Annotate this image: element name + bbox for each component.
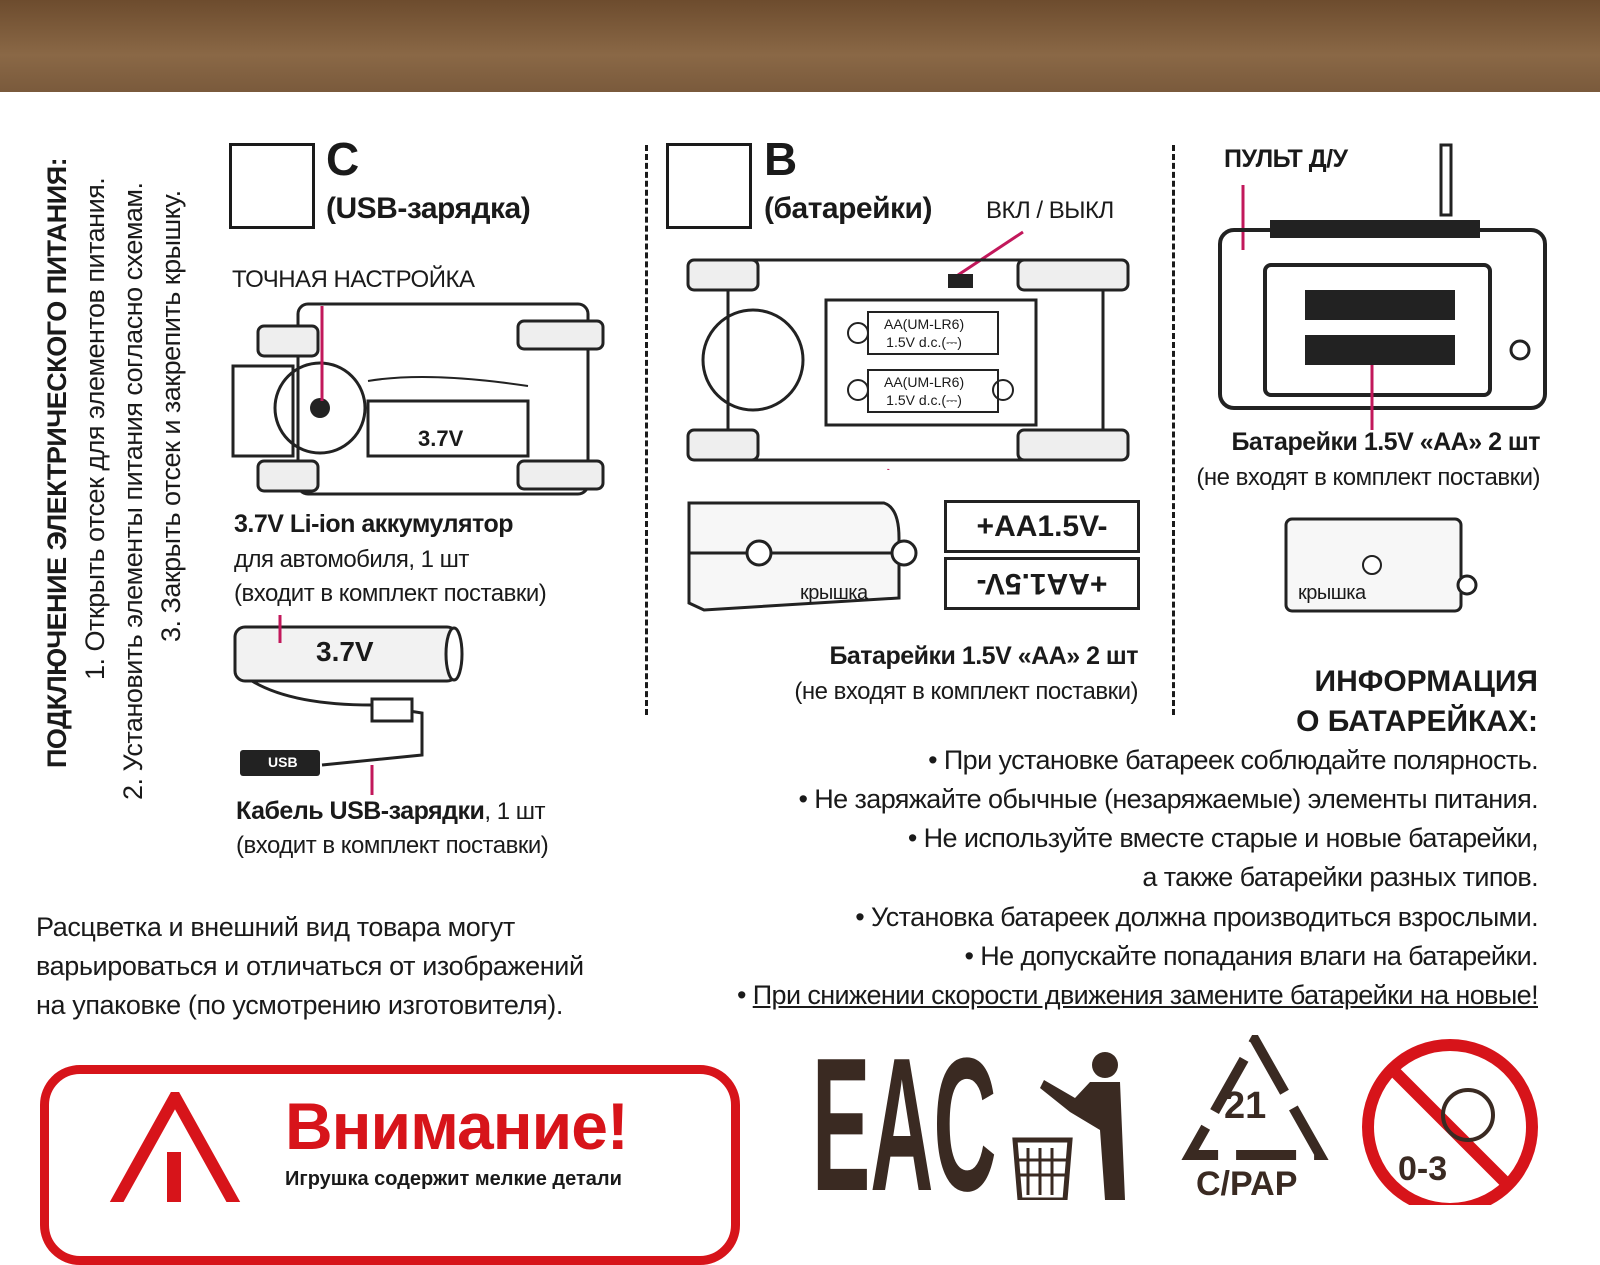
disclaimer-line: варьироваться и отличаться от изображени… [36,951,584,981]
car-cover-label: крышка [800,582,868,604]
car-battery-label: 3.7V [418,426,464,451]
eac-mark: EAC [812,1019,997,1231]
cell-2-label: AA(UM-LR6) 1.5V d.c.(⎓) [884,373,964,409]
top-background-band [0,0,1600,92]
warning-triangle-icon [109,1092,241,1202]
recycle-material: C/PAP [1196,1165,1298,1203]
recycle-icon [1181,1035,1329,1160]
battery-info-title-line1: ИНФОРМАЦИЯ [1314,665,1538,698]
warning-text: Игрушка содержит мелкие детали [285,1168,622,1190]
remote-control-diagram [1218,143,1547,430]
accumulator-title: 3.7V Li-ion аккумулятор [234,510,514,538]
battery-info-title-line2: О БАТАРЕЙКАХ: [1296,705,1538,738]
battery-rule: а также батарейки разных типов. [1142,862,1538,892]
color-disclaimer: Расцветка и внешний вид товара могут вар… [36,908,584,1025]
battery-rule: • Не используйте вместе старые и новые б… [907,823,1539,853]
remote-batteries-note: (не входят в комплект поставки) [1196,464,1540,491]
section-divider [1172,145,1175,715]
fine-tune-label: ТОЧНАЯ НАСТРОЙКА [232,266,475,293]
aa-battery-1: +AA1.5V- [944,500,1140,553]
remote-cover-illustration [1284,517,1478,613]
battery-rule-last: • При снижении скорости движения заменит… [736,980,1539,1011]
cell-1-type: AA(UM-LR6) [884,316,965,332]
usb-cable-included: (входит в комплект поставки) [236,832,549,859]
battery-rule: • Не заряжайте обычные (незаряжаемые) эл… [798,784,1539,814]
accumulator-included: (входит в комплект поставки) [234,580,547,607]
disclaimer-line: на упаковке (по усмотрению изготовителя)… [36,990,563,1020]
car-batteries-note: (не входят в комплект поставки) [794,678,1138,705]
car-battery-diagram [686,230,1130,470]
instruction-step-1: 1. Открыть отсек для элементов питания. [80,177,110,680]
instruction-step-3: 3. Закрыть отсек и закрепить крышку. [156,190,186,642]
usb-cable-title: Кабель USB-зарядки [236,797,485,825]
car-batteries-title: Батарейки 1.5V «АА» 2 шт [829,642,1138,670]
on-off-switch-label: ВКЛ / ВЫКЛ [986,197,1114,224]
battery-voltage-label: 3.7V [316,636,374,667]
bullet-mark: • [736,980,753,1010]
remote-title: ПУЛЬТ Д/У [1224,145,1348,173]
section-divider [645,145,648,715]
warning-title: Внимание! [285,1089,629,1163]
option-b-letter: B [764,133,798,185]
recycle-code: 21 [1224,1085,1267,1127]
battery-rule-replace: При снижении скорости движения замените … [752,980,1539,1010]
battery-rule: • Не допускайте попадания влаги на батар… [964,941,1538,971]
battery-info-title: ИНФОРМАЦИЯ О БАТАРЕЙКАХ: [1296,662,1538,742]
disclaimer-line: Расцветка и внешний вид товара могут [36,912,515,942]
cell-1-label: AA(UM-LR6) 1.5V d.c.(⎓) [884,315,964,351]
option-c-subtitle: (USB-зарядка) [326,192,531,225]
car-usb-diagram [231,302,605,496]
car-cover-illustration [687,501,918,612]
battery-rule: • При установке батареек соблюдайте поля… [928,745,1538,775]
option-c-checkbox [229,143,315,229]
trash-bin-icon [1012,1052,1125,1200]
aa-battery-2: +AA1.5V- [944,557,1140,610]
option-b-subtitle: (батарейки) [764,192,932,225]
battery-rule: • Установка батареек должна производитьс… [855,902,1538,932]
battery-cable-illustration [233,615,464,795]
accumulator-desc: для автомобиля, 1 шт [234,546,469,573]
usb-plug-label: USB [268,754,298,770]
instructions-title: ПОДКЛЮЧЕНИЕ ЭЛЕКТРИЧЕСКОГО ПИТАНИЯ: [42,157,72,768]
usb-cable-caption: Кабель USB-зарядки, 1 шт [236,797,546,826]
cell-2-voltage: 1.5V d.c.(⎓) [886,392,962,408]
cell-2-type: AA(UM-LR6) [884,374,965,390]
instruction-step-2: 2. Установить элементы питания согласно … [118,182,148,800]
remote-batteries-title: Батарейки 1.5V «АА» 2 шт [1231,428,1540,456]
usb-cable-count: , 1 шт [484,798,546,825]
option-c-letter: C [326,133,360,185]
remote-cover-label: крышка [1298,582,1366,604]
age-label: 0-3 [1398,1150,1448,1188]
not-for-children-icon [1362,1039,1538,1205]
cell-1-voltage: 1.5V d.c.(⎓) [886,334,962,350]
option-b-checkbox [666,143,752,229]
